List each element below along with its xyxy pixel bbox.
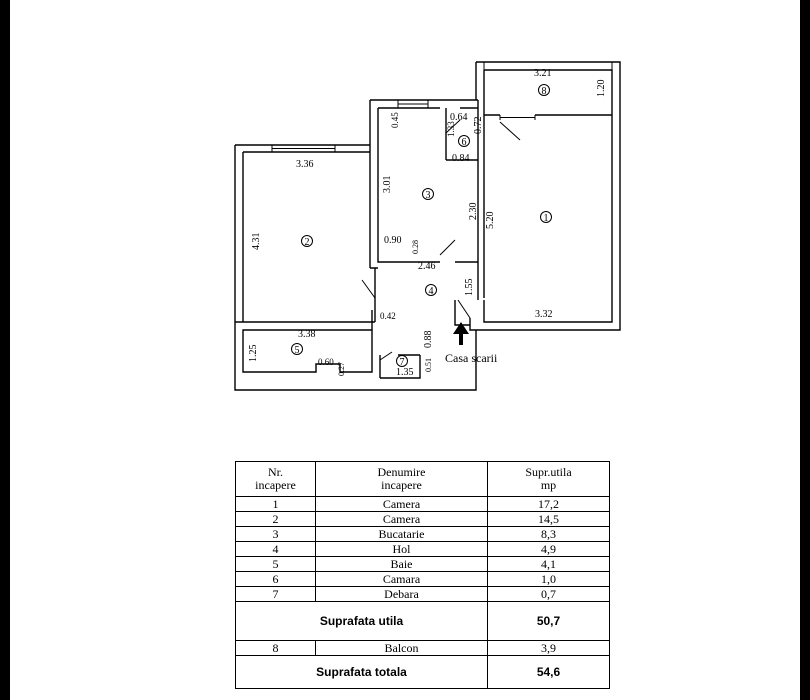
cell-area: 14,5 [487,511,610,527]
cell-nr: 2 [235,511,316,527]
room-number-4: 4 [429,286,434,297]
header-name: Denumire incapere [315,461,488,497]
cell-nr: 7 [235,586,316,602]
dimension-label: 0.84 [452,153,470,164]
cell-name: Camera [315,511,488,527]
room-number-circles [291,84,552,367]
useful-area-value: 50,7 [487,601,610,641]
room-number-3: 3 [426,190,431,201]
room-numbers: 1 2 3 4 5 6 7 8 [295,86,549,368]
door-swings [361,119,521,361]
cell-area: 8,3 [487,526,610,542]
dimension-label: 0.27 [337,362,346,376]
room-number-2: 2 [305,237,310,248]
dimension-label: 0.72 [473,117,484,135]
dimension-label: 4.31 [251,233,262,251]
cell-nr: 3 [235,526,316,542]
dimension-label: 3.21 [534,68,552,79]
header-nr: Nr. incapere [235,461,316,497]
window-marks [234,62,613,370]
cell-area: 0,7 [487,586,610,602]
room-number-8: 8 [542,86,547,97]
dimension-label: 0.64 [450,112,468,123]
dimension-label: 1.20 [596,80,607,98]
room-number-1: 1 [544,213,549,224]
room-number-5: 5 [295,345,300,356]
cell-area: 17,2 [487,496,610,512]
total-area-label: Suprafata totala [235,655,488,689]
right-black-bar [800,0,810,700]
dimension-label: 0.88 [423,331,434,349]
dimension-label: 0.45 [390,112,400,128]
stair-arrow [453,322,469,345]
dimension-label: 0.51 [424,358,433,372]
dimension-label: 1.25 [248,345,259,363]
header-area: Supr.utila mp [487,461,610,497]
cell-area: 4,1 [487,556,610,572]
dimension-label: 3.38 [298,329,316,340]
header-area-text: Supr.utila mp [525,465,572,492]
cell-area: 4,9 [487,541,610,557]
stair-label: Casa scarii [445,351,498,365]
area-table: Nr. incapere Denumire incapere Supr.util… [235,461,610,689]
table-header-row: Nr. incapere Denumire incapere Supr.util… [235,461,610,497]
dimension-labels: 3.21 1.20 0.45 0.64 0.72 3.36 0.84 3.01 … [248,68,607,378]
cell-name: Balcon [315,640,488,656]
total-area-value: 54,6 [487,655,610,689]
cell-name: Hol [315,541,488,557]
dimension-label: 1.55 [464,279,475,297]
cell-area: 1,0 [487,571,610,587]
dimension-label: 3.32 [535,309,553,320]
dimension-label-small: 1.33 [446,121,456,137]
dimension-label: 0.90 [384,235,402,246]
header-nr-text: Nr. incapere [255,465,296,492]
dimension-label: 5.20 [485,212,496,230]
dimension-label: 0.42 [380,311,396,321]
dimension-label: 3.01 [382,176,393,194]
dimension-label: 3.36 [296,159,314,170]
cell-nr: 8 [235,640,316,656]
dimension-label: 2.46 [418,261,436,272]
useful-area-row: Suprafata utila 50,7 [235,601,610,641]
cell-nr: 6 [235,571,316,587]
cell-name: Bucatarie [315,526,488,542]
dimension-label: 0.60 [318,357,334,367]
dimension-label: 1.35 [396,367,414,378]
cell-area: 3,9 [487,640,610,656]
floor-plan: 1 2 3 4 5 6 7 8 3.21 1.20 0.45 0.64 0.72… [234,61,621,391]
dimension-label-small: 0.28 [411,240,420,254]
cell-name: Camera [315,496,488,512]
room-number-7: 7 [400,357,405,368]
walls [234,61,621,391]
cell-nr: 5 [235,556,316,572]
dimension-label: 2.30 [468,203,479,221]
header-name-text: Denumire incapere [377,465,426,492]
cell-name: Debara [315,586,488,602]
cell-nr: 1 [235,496,316,512]
cell-nr: 4 [235,541,316,557]
total-area-row: Suprafata totala 54,6 [235,655,610,689]
room-number-6: 6 [462,137,467,148]
cell-name: Baie [315,556,488,572]
useful-area-label: Suprafata utila [235,601,488,641]
left-black-bar [0,0,10,700]
cell-name: Camara [315,571,488,587]
